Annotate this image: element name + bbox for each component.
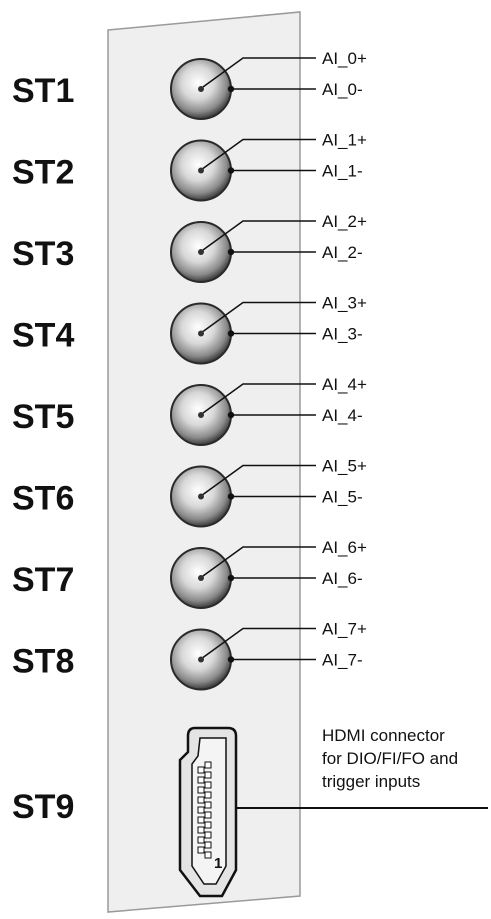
minus-signal-label: AI_6- (322, 569, 363, 588)
hdmi-pin (197, 806, 205, 814)
plus-signal-label: AI_1+ (322, 131, 367, 150)
minus-signal-label: AI_0- (322, 80, 363, 99)
hdmi-description-line-3: trigger inputs (322, 772, 420, 791)
hdmi-pin (197, 766, 205, 774)
connector-label: ST7 (12, 561, 74, 599)
hdmi-pin (197, 786, 205, 794)
connector-label-st9: ST9 (12, 788, 74, 826)
hdmi-pin (197, 846, 205, 854)
hdmi-pin-one-label: 1 (214, 855, 222, 872)
bnc-connector: ST2 AI_1+ AI_1- (12, 131, 367, 202)
bnc-center-pin (198, 656, 204, 663)
minus-signal-label: AI_3- (322, 325, 363, 344)
hdmi-pin (197, 826, 205, 834)
bnc-center-pin (198, 167, 204, 174)
hdmi-pin (204, 841, 212, 849)
hdmi-connector-group: ST9 1 HDMI connector for DIO/FI/FO and t… (12, 726, 488, 898)
plus-signal-label: AI_4+ (322, 375, 367, 394)
bnc-connector: ST4 AI_3+ AI_3- (12, 294, 367, 365)
bnc-connector: ST6 AI_5+ AI_5- (12, 457, 367, 528)
plus-callout-line (202, 383, 316, 414)
bnc-center-pin (198, 412, 204, 418)
bnc-connector-list: ST1AI_0+AI_0-ST2AI_1+AI_1-ST3AI_2+AI_2-S… (12, 49, 367, 691)
plus-callout-line (202, 627, 316, 659)
bnc-center-pin (198, 330, 204, 337)
bnc-connector: ST1 AI_0+ AI_0- (12, 49, 367, 120)
connector-label: ST1 (12, 72, 74, 110)
minus-signal-label: AI_2- (322, 243, 363, 262)
connector-label: ST4 (12, 317, 74, 355)
minus-signal-label: AI_7- (322, 651, 363, 670)
bnc-center-pin (198, 493, 204, 500)
hdmi-pin (197, 816, 205, 824)
bnc-center-pin (198, 249, 204, 255)
plus-signal-label: AI_5+ (322, 457, 367, 476)
bnc-center-pin (198, 575, 204, 581)
connector-label: ST6 (12, 480, 74, 518)
hdmi-pin (204, 821, 212, 829)
hdmi-pin (204, 801, 212, 809)
hdmi-pin (197, 836, 205, 844)
plus-callout-line (202, 57, 316, 88)
plus-signal-label: AI_0+ (322, 49, 367, 68)
front-panel (107, 11, 301, 913)
hdmi-pin (204, 771, 212, 779)
connector-label: ST3 (12, 235, 74, 273)
bnc-connector: ST3 AI_2+ AI_2- (12, 212, 367, 283)
connector-label: ST5 (12, 398, 74, 436)
hdmi-pin (204, 761, 212, 769)
plus-signal-label: AI_2+ (322, 212, 367, 231)
plus-callout-line (202, 301, 316, 333)
plus-callout-line (202, 546, 316, 577)
bnc-connector: ST8 AI_7+ AI_7- (12, 620, 367, 691)
plus-signal-label: AI_3+ (322, 294, 367, 313)
hdmi-pin (204, 831, 212, 839)
bnc-connector: ST5 AI_4+ AI_4- (12, 375, 367, 446)
hdmi-pin (204, 791, 212, 799)
plus-signal-label: AI_7+ (322, 620, 367, 639)
minus-signal-label: AI_5- (322, 488, 363, 507)
hdmi-pin (204, 781, 212, 789)
plus-signal-label: AI_6+ (322, 538, 367, 557)
hdmi-pin (197, 796, 205, 804)
hdmi-pin (197, 776, 205, 784)
bnc-center-pin (198, 86, 204, 92)
plus-callout-line (202, 220, 316, 251)
hdmi-description-line-2: for DIO/FI/FO and (322, 749, 458, 768)
minus-signal-label: AI_4- (322, 406, 363, 425)
hdmi-description-line-1: HDMI connector (322, 726, 445, 745)
hdmi-pin-array (197, 761, 212, 859)
connector-label: ST8 (12, 643, 74, 681)
bnc-connector: ST7 AI_6+ AI_6- (12, 538, 367, 609)
plus-callout-line (202, 138, 316, 170)
connector-label: ST2 (12, 154, 74, 192)
hdmi-pin (204, 851, 212, 859)
minus-signal-label: AI_1- (322, 162, 363, 181)
hdmi-pin (204, 811, 212, 819)
plus-callout-line (202, 464, 316, 496)
